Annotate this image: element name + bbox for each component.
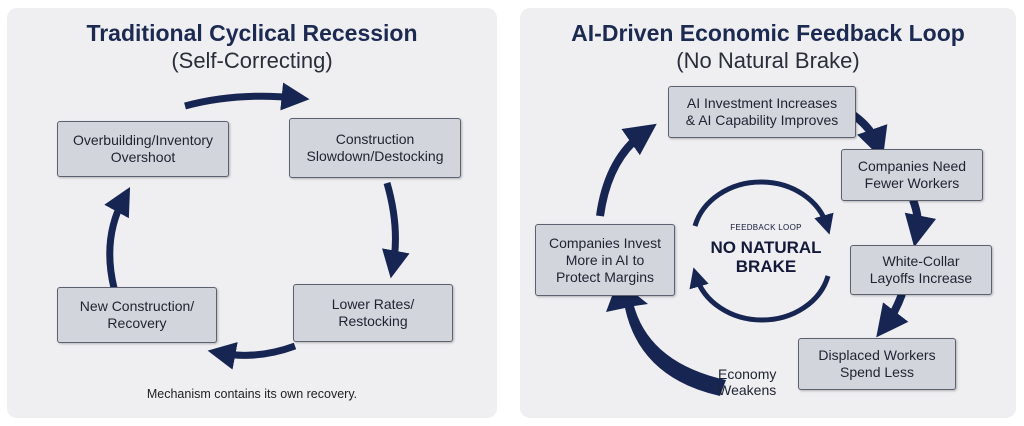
node-ai-investment: AI Investment Increases & AI Capability …	[668, 86, 856, 138]
ai-feedback-loop-panel: AI-Driven Economic Feedback Loop (No Nat…	[520, 8, 1016, 418]
feedback-loop-label: FEEDBACK LOOP	[730, 223, 802, 232]
right-panel-subtitle: (No Natural Brake)	[676, 48, 860, 73]
node-construction-slowdown: Construction Slowdown/Destocking	[289, 118, 461, 178]
cycle-arrows	[104, 82, 410, 370]
left-panel-caption: Mechanism contains its own recovery.	[146, 387, 358, 401]
arrow-workers-to-layoffs	[904, 198, 937, 248]
arrow-right	[382, 182, 410, 279]
arrow-bottom	[207, 342, 297, 370]
node-spend-less: Displaced Workers Spend Less	[798, 338, 956, 390]
center-loop-bottom	[689, 267, 831, 323]
node-new-construction: New Construction/ Recovery	[57, 287, 217, 343]
arrow-layoffs-to-spend	[876, 292, 909, 338]
node-overbuilding: Overbuilding/Inventory Overshoot	[57, 121, 229, 177]
node-layoffs: White-Collar Layoffs Increase	[850, 245, 992, 295]
arrow-top	[184, 82, 310, 111]
no-natural-brake-label: NO NATURAL BRAKE	[710, 238, 822, 276]
arrow-margins-to-invest	[596, 123, 657, 217]
node-invest-in-ai: Companies Invest More in AI to Protect M…	[535, 224, 675, 296]
right-panel-title: AI-Driven Economic Feedback Loop	[571, 20, 965, 46]
arrow-left	[104, 186, 131, 289]
economy-weakens-label: Economy Weakens	[718, 366, 777, 398]
center-loop-top	[692, 179, 834, 235]
node-fewer-workers: Companies Need Fewer Workers	[841, 149, 983, 201]
node-lower-rates: Lower Rates/ Restocking	[293, 284, 453, 342]
left-panel-title: Traditional Cyclical Recession	[86, 20, 418, 46]
traditional-recession-panel: Traditional Cyclical Recession (Self-Cor…	[7, 8, 497, 418]
left-panel-subtitle: (Self-Correcting)	[171, 48, 333, 73]
